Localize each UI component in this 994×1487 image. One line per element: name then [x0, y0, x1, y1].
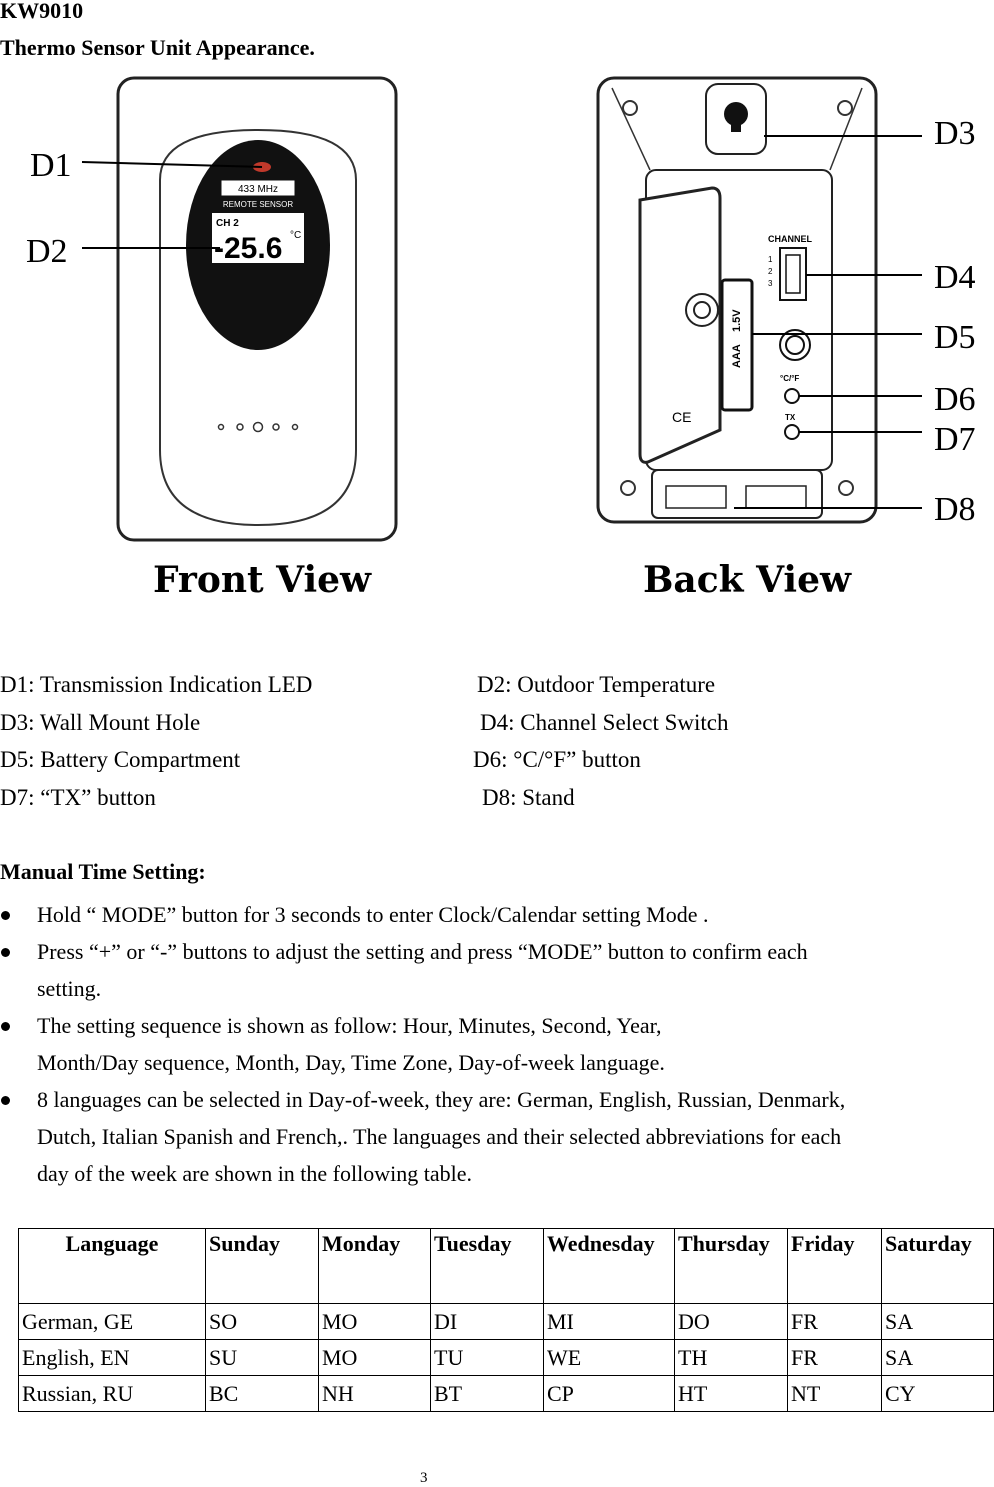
manual-heading: Manual Time Setting:	[0, 859, 206, 884]
column-header: Friday	[787, 1228, 882, 1304]
battery-type: AAA	[731, 344, 743, 368]
callout-d3: D3	[934, 115, 976, 152]
legend-d6: D6: °C/°F” button	[473, 747, 641, 772]
tx-button	[784, 424, 800, 440]
legend-d1: D1: Transmission Indication LED	[0, 672, 313, 697]
lcd-temperature: -25.6	[214, 232, 282, 265]
callout-d1: D1	[30, 147, 72, 184]
table-cell: TH	[674, 1339, 788, 1376]
list-item: 8 languages can be selected in Day-of-we…	[0, 1081, 900, 1192]
table-row: Russian, RU BC NH BT CP HT NT CY	[18, 1375, 994, 1412]
table-cell: German, GE	[18, 1303, 206, 1340]
page-title: Thermo Sensor Unit Appearance.	[0, 35, 315, 60]
bullet-icon	[1, 1022, 10, 1031]
column-header: Thursday	[674, 1228, 788, 1304]
lcd-screen	[212, 213, 304, 263]
table-cell: MO	[318, 1339, 431, 1376]
legend-d3: D3: Wall Mount Hole	[0, 710, 201, 735]
back-view: CE 1.5V AAA CHANNEL 1 2 3 °C/°F TX	[596, 76, 976, 601]
ce-mark: CE	[672, 409, 691, 425]
remote-sensor-text: REMOTE SENSOR	[223, 200, 293, 209]
front-view: 433 MHz REMOTE SENSOR CH 2 -25.6 °C D1 D…	[26, 76, 398, 601]
table-cell: WE	[543, 1339, 675, 1376]
back-view-caption: Back View	[643, 559, 852, 601]
battery	[720, 278, 754, 412]
channel-label: CHANNEL	[768, 234, 813, 244]
table-cell: FR	[787, 1339, 882, 1376]
battery-voltage: 1.5V	[731, 309, 743, 332]
callout-d6: D6	[934, 381, 976, 418]
lcd-channel: CH 2	[216, 218, 239, 229]
table-cell: HT	[674, 1375, 788, 1412]
table-cell: SA	[881, 1339, 994, 1376]
list-item: Press “+” or “-” buttons to adjust the s…	[0, 933, 900, 1007]
column-header: Sunday	[205, 1228, 319, 1304]
table-cell: NT	[787, 1375, 882, 1412]
table-cell: TU	[430, 1339, 544, 1376]
bullet-text: 8 languages can be selected in Day-of-we…	[37, 1087, 846, 1186]
channel-2-label: 2	[768, 267, 773, 276]
column-header: Monday	[318, 1228, 431, 1304]
table-cell: MO	[318, 1303, 431, 1340]
legend-d4: D4: Channel Select Switch	[480, 710, 729, 735]
table-cell: SA	[881, 1303, 994, 1340]
bullet-text: Hold “ MODE” button for 3 seconds to ent…	[37, 902, 709, 927]
front-dots	[217, 421, 299, 433]
battery-slot-knob	[779, 329, 811, 361]
battery-cover	[638, 186, 722, 464]
bullet-icon	[1, 1096, 10, 1105]
legend-d8: D8: Stand	[482, 785, 575, 810]
table-cell: BC	[205, 1375, 319, 1412]
manual-bullet-list: Hold “ MODE” button for 3 seconds to ent…	[0, 896, 900, 1192]
freq-badge	[221, 180, 295, 196]
table-cell: Russian, RU	[18, 1375, 206, 1412]
channel-switch	[779, 247, 807, 301]
column-header: Wednesday	[543, 1228, 675, 1304]
callout-d5: D5	[934, 319, 976, 356]
lcd-unit: °C	[290, 230, 301, 241]
day-abbreviation-table: Language Sunday Monday Tuesday Wednesday…	[18, 1228, 994, 1412]
table-row: English, EN SU MO TU WE TH FR SA	[18, 1339, 994, 1376]
callout-d2: D2	[26, 233, 68, 270]
bullet-icon	[1, 911, 10, 920]
channel-1-label: 1	[768, 255, 773, 264]
callout-d7: D7	[934, 421, 976, 458]
sensor-appearance-figure: 433 MHz REMOTE SENSOR CH 2 -25.6 °C D1 D…	[26, 76, 976, 601]
tx-label: TX	[785, 413, 796, 422]
bullet-text: The setting sequence is shown as follow:…	[37, 1013, 665, 1075]
table-cell: DI	[430, 1303, 544, 1340]
bullet-text: Press “+” or “-” buttons to adjust the s…	[37, 939, 808, 1001]
freq-badge-text: 433 MHz	[238, 184, 278, 195]
table-cell: DO	[674, 1303, 788, 1340]
table-cell: MI	[543, 1303, 675, 1340]
callout-d4: D4	[934, 259, 976, 296]
table-row: German, GE SO MO DI MI DO FR SA	[18, 1303, 994, 1340]
table-cell: NH	[318, 1375, 431, 1412]
list-item: Hold “ MODE” button for 3 seconds to ent…	[0, 896, 900, 933]
page-number: 3	[420, 1470, 428, 1486]
column-header: Saturday	[881, 1228, 994, 1304]
model-number: KW9010	[0, 0, 84, 23]
cf-button	[784, 388, 800, 404]
table-cell: SO	[205, 1303, 319, 1340]
table-cell: English, EN	[18, 1339, 206, 1376]
front-view-caption: Front View	[153, 559, 372, 601]
list-item: The setting sequence is shown as follow:…	[0, 1007, 900, 1081]
channel-3-label: 3	[768, 279, 773, 288]
table-cell: BT	[430, 1375, 544, 1412]
bullet-icon	[1, 948, 10, 957]
column-header: Language	[18, 1228, 206, 1304]
legend-d5: D5: Battery Compartment	[0, 747, 241, 772]
legend-d2: D2: Outdoor Temperature	[477, 672, 716, 697]
callout-d8: D8	[934, 491, 976, 528]
table-cell: CY	[881, 1375, 994, 1412]
table-cell: CP	[543, 1375, 675, 1412]
table-cell: FR	[787, 1303, 882, 1340]
cf-label: °C/°F	[780, 374, 799, 383]
stand	[651, 469, 823, 519]
legend-d7: D7: “TX” button	[0, 785, 156, 810]
column-header: Tuesday	[430, 1228, 544, 1304]
table-cell: SU	[205, 1339, 319, 1376]
table-header-row: Language Sunday Monday Tuesday Wednesday…	[18, 1228, 994, 1304]
